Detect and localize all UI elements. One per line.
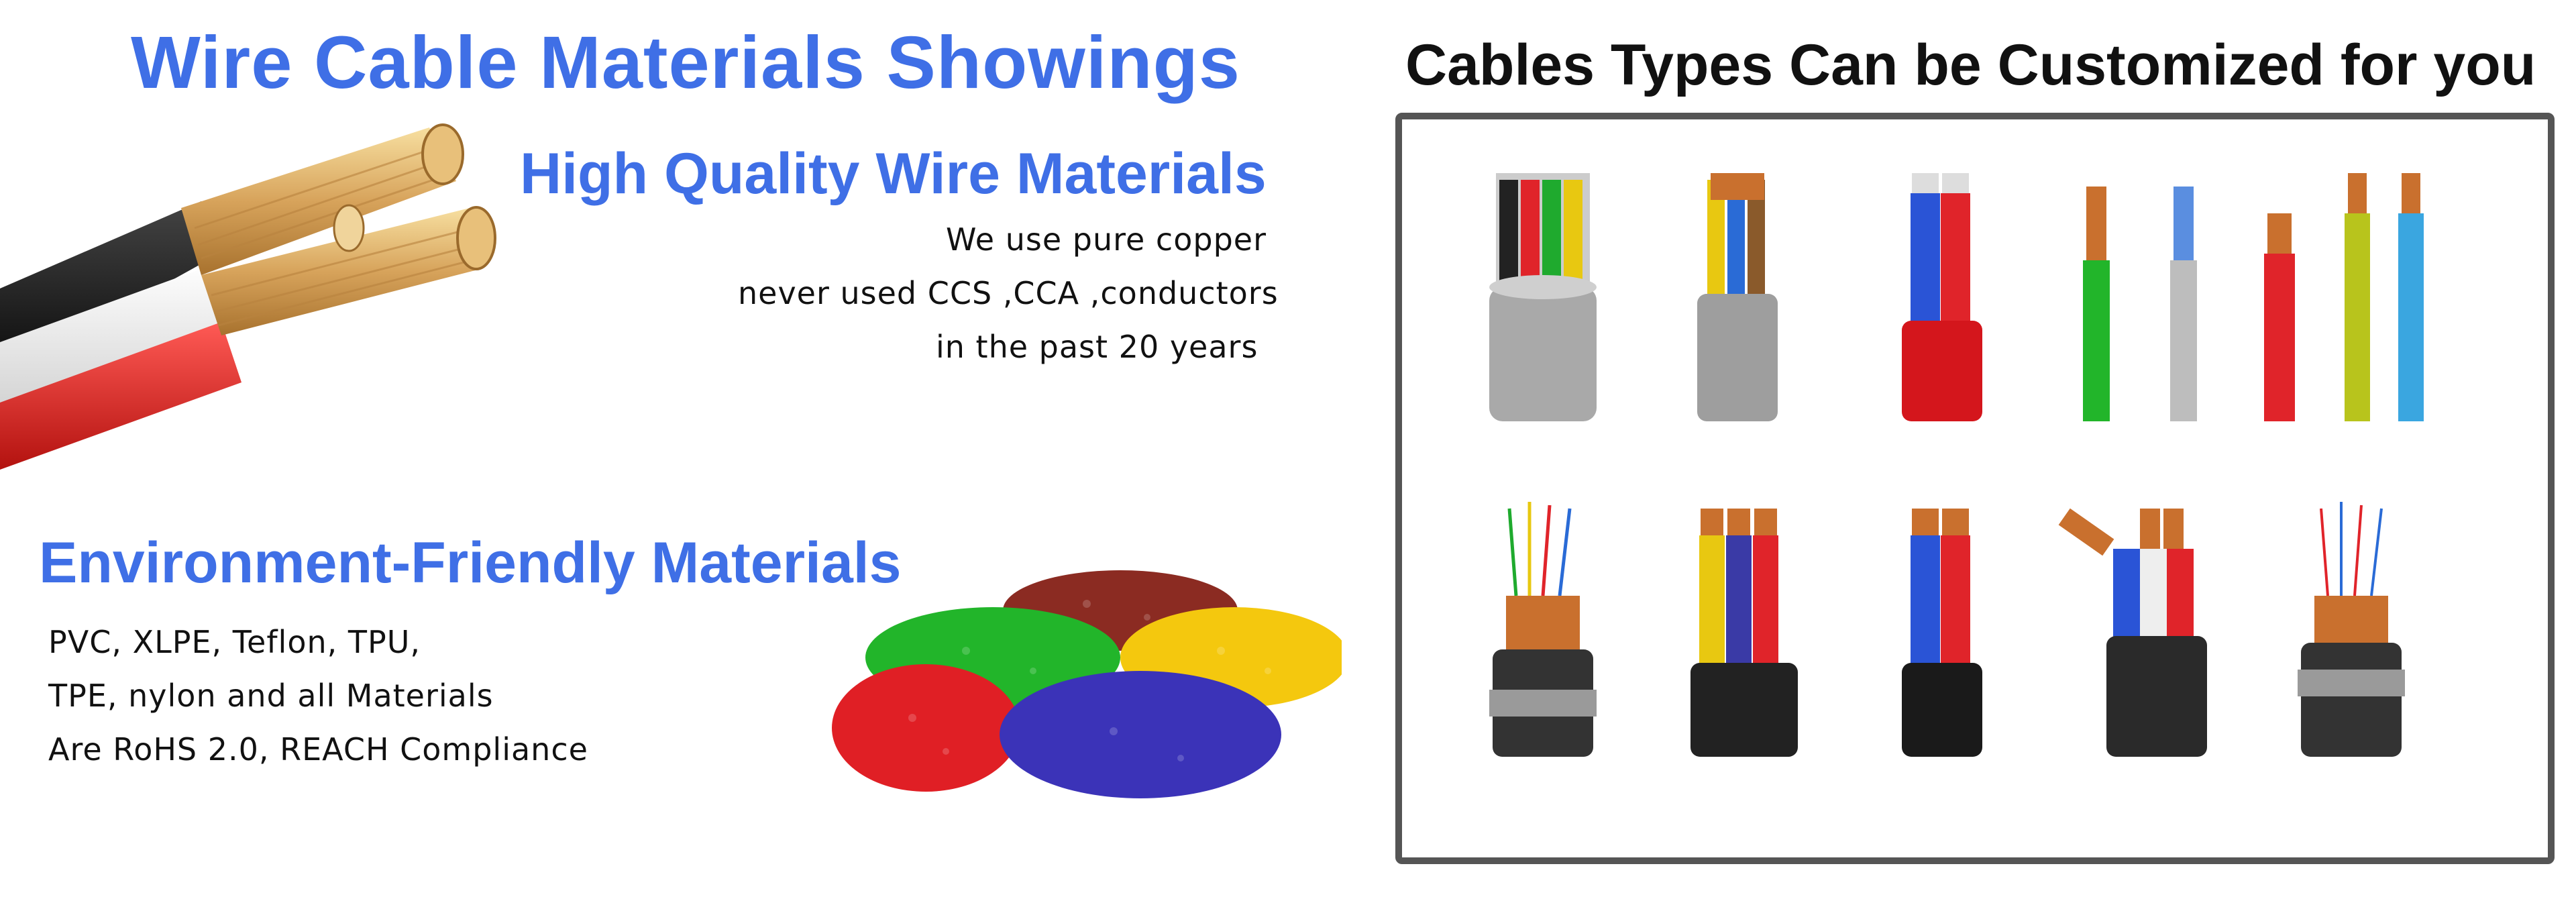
cable-sample-image (1690, 509, 1798, 757)
cable-sample-image (1697, 173, 1778, 421)
cable-sample-image (2264, 173, 2424, 421)
copper-text-line: We use pure copper (946, 221, 1267, 258)
copper-text-line: never used CCS ,CCA ,conductors (738, 275, 1279, 311)
quality-heading: High Quality Wire Materials (520, 142, 1267, 206)
copper-wire-bundle-image (0, 123, 496, 470)
plastic-pellets-image (832, 570, 1342, 798)
cable-sample-image (2298, 502, 2405, 757)
cable-sample-image (1902, 173, 1982, 421)
copper-text-line: in the past 20 years (936, 329, 1258, 365)
cable-sample-image (1489, 502, 1597, 757)
cable-gallery-frame (1395, 113, 2555, 864)
cable-sample-image (2083, 187, 2197, 421)
material-text-line: Are RoHS 2.0, REACH Compliance (48, 731, 588, 768)
eco-heading: Environment-Friendly Materials (39, 531, 902, 595)
cable-sample-image (1489, 173, 1597, 421)
materials-panel: Wire Cable Materials Showings High Quali… (0, 21, 1342, 798)
cable-sample-image (2058, 508, 2207, 757)
material-text-line: PVC, XLPE, Teflon, TPU, (48, 624, 421, 660)
material-text-line: TPE, nylon and all Materials (48, 678, 494, 714)
customize-heading: Cables Types Can be Customized for you (1405, 33, 2536, 97)
page-title: Wire Cable Materials Showings (131, 21, 1240, 104)
cable-sample-image (1902, 509, 1982, 757)
